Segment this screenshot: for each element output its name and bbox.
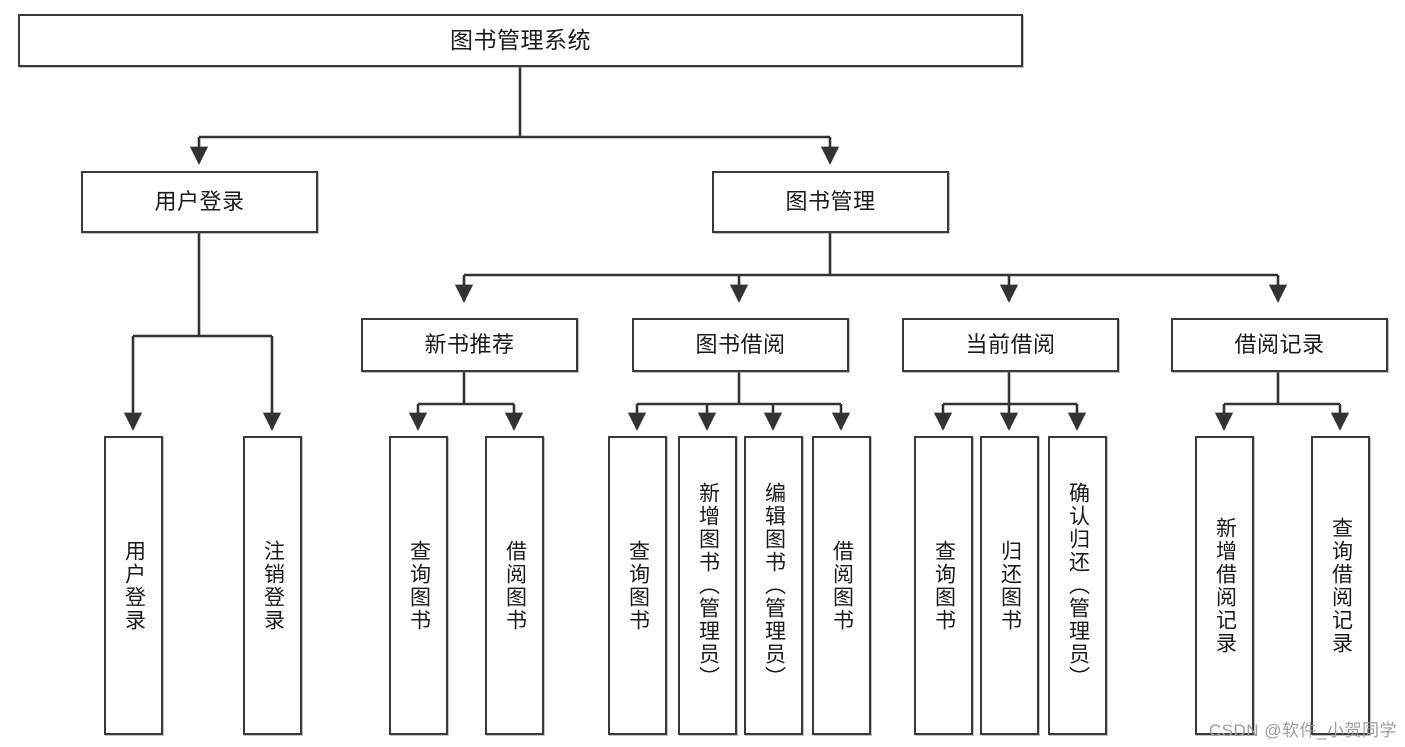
- node-leaf-record-add[interactable]: 新增借阅记录: [1195, 436, 1254, 735]
- node-leaf-user-login[interactable]: 用户登录: [104, 436, 163, 735]
- node-label: 查询借阅记录: [1329, 516, 1353, 655]
- node-book-borrow[interactable]: 图书借阅: [632, 318, 849, 372]
- node-label: 新书推荐: [424, 332, 515, 358]
- node-current-borrow[interactable]: 当前借阅: [902, 318, 1119, 372]
- node-label: 确认归还（管理员）: [1066, 482, 1090, 689]
- node-label: 图书管理: [785, 189, 876, 215]
- node-label: 新增图书（管理员）: [696, 482, 720, 689]
- node-leaf-current-confirm-return-admin[interactable]: 确认归还（管理员）: [1048, 436, 1107, 735]
- node-leaf-recommend-borrow-book[interactable]: 借阅图书: [485, 436, 544, 735]
- node-label: 借阅图书: [830, 539, 854, 632]
- node-label: 借阅图书: [503, 539, 527, 632]
- node-label: 注销登录: [261, 539, 285, 632]
- node-label: 用户登录: [154, 189, 245, 215]
- node-label: 图书管理系统: [450, 26, 591, 53]
- node-label: 查询图书: [932, 539, 956, 632]
- node-user-login[interactable]: 用户登录: [81, 171, 318, 233]
- node-label: 图书借阅: [695, 332, 786, 358]
- node-label: 用户登录: [122, 539, 146, 632]
- node-leaf-recommend-query-book[interactable]: 查询图书: [389, 436, 448, 735]
- node-leaf-borrow-query-book[interactable]: 查询图书: [608, 436, 667, 735]
- node-borrow-record[interactable]: 借阅记录: [1171, 318, 1388, 372]
- node-label: 归还图书: [998, 539, 1022, 632]
- node-label: 查询图书: [626, 539, 650, 632]
- node-label: 当前借阅: [965, 332, 1056, 358]
- node-label: 编辑图书（管理员）: [762, 482, 786, 689]
- node-label: 借阅记录: [1234, 332, 1325, 358]
- node-leaf-borrow-lend-book[interactable]: 借阅图书: [812, 436, 871, 735]
- node-label: 查询图书: [407, 539, 431, 632]
- node-leaf-borrow-add-book-admin[interactable]: 新增图书（管理员）: [678, 436, 737, 735]
- node-root-system[interactable]: 图书管理系统: [18, 14, 1023, 67]
- node-leaf-borrow-edit-book-admin[interactable]: 编辑图书（管理员）: [744, 436, 803, 735]
- node-leaf-current-query-book[interactable]: 查询图书: [914, 436, 973, 735]
- watermark-text: CSDN @软件_小贺同学: [1208, 721, 1397, 740]
- node-leaf-current-return-book[interactable]: 归还图书: [980, 436, 1039, 735]
- node-label: 新增借阅记录: [1213, 516, 1237, 655]
- node-leaf-user-logout[interactable]: 注销登录: [243, 436, 302, 735]
- node-book-manage[interactable]: 图书管理: [712, 171, 949, 233]
- node-new-book-recommend[interactable]: 新书推荐: [361, 318, 578, 372]
- node-leaf-record-query[interactable]: 查询借阅记录: [1311, 436, 1370, 735]
